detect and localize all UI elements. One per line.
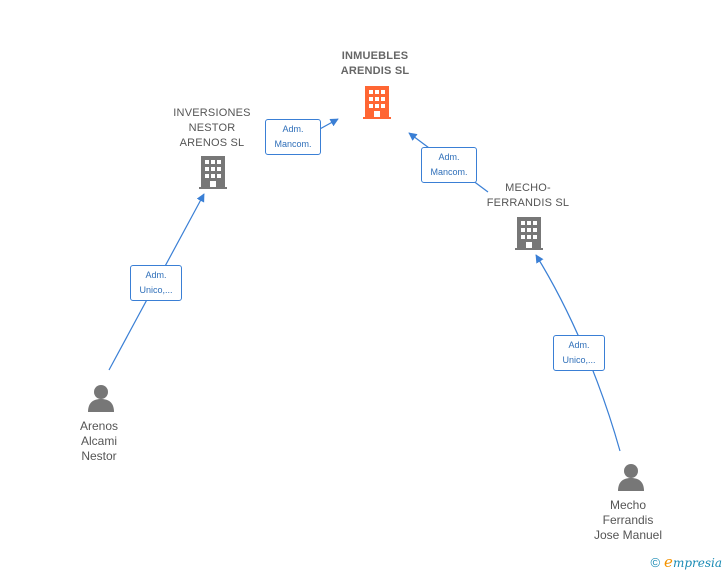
building-icon-main[interactable] [363,86,391,119]
main-company-label[interactable]: INMUEBLES ARENDIS SL [340,50,410,77]
brand-name: mpresia [672,556,722,570]
copyright-icon: © [650,554,661,570]
arenos-person-label[interactable]: Arenos Alcami Nestor [79,419,119,463]
person-icon-mecho[interactable] [618,464,644,491]
edge-inversiones-to-main [317,118,339,131]
inversiones-company-label[interactable]: INVERSIONES NESTOR ARENOS SL [173,107,251,149]
person-icon-arenos[interactable] [88,385,114,412]
edge-label-mechoperson-to-mecho: Adm. Unico,... [553,335,605,371]
empresia-brand[interactable]: © empresia [650,553,722,571]
building-icon-inversiones[interactable] [199,156,227,189]
edge-label-mecho-to-main: Adm. Mancom. [421,147,477,183]
edge-label-inversiones-to-main: Adm. Mancom. [265,119,321,155]
brand-initial: e [664,553,673,571]
edge-label-arenos-to-inversiones: Adm. Unico,... [130,265,182,301]
mecho-person-label[interactable]: Mecho Ferrandis Jose Manuel [593,498,663,542]
mecho-company-label[interactable]: MECHO- FERRANDIS SL [486,182,570,209]
building-icon-mecho[interactable] [515,217,543,250]
